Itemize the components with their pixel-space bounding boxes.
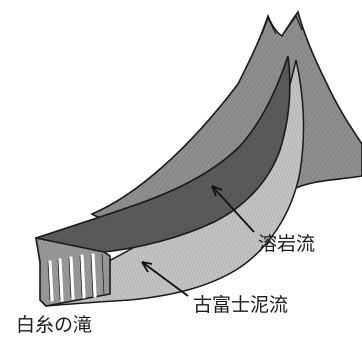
mudflow-shading — [40, 60, 304, 306]
lava-flow-label: 溶岩流 — [258, 233, 316, 255]
shiraito-falls-label: 白糸の滝 — [16, 314, 93, 336]
old-fuji-mudflow-label: 古富士泥流 — [193, 294, 289, 316]
lava-flow-pointer — [211, 185, 255, 233]
lava-shading — [36, 56, 290, 262]
mudflow-pointer — [141, 261, 189, 297]
waterfall-streaks — [48, 253, 97, 302]
waterfall-outlines — [47, 253, 105, 301]
summit-crest — [261, 14, 303, 35]
